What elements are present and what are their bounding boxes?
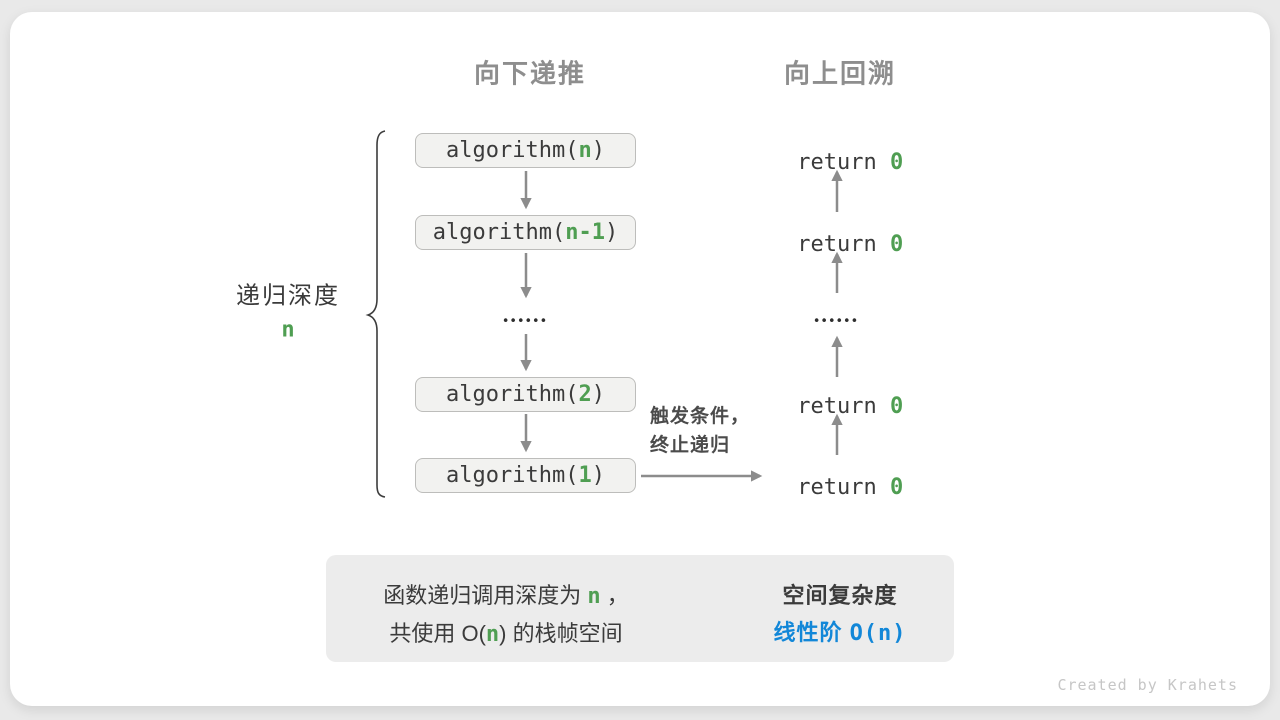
return-statement-4: return 0 xyxy=(771,450,903,500)
terminate-note: 触发条件， 终止递归 xyxy=(650,402,750,460)
watermark-credit: Created by Krahets xyxy=(1057,676,1238,694)
return-column-ellipsis: •••••• xyxy=(814,312,860,328)
summary-description: 函数递归调用深度为 n ， 共使用 O(n) 的栈帧空间 xyxy=(330,577,682,653)
return-text: return xyxy=(797,150,890,175)
summary-line1-tail: ， xyxy=(600,583,629,608)
summary-line1-text: 函数递归调用深度为 xyxy=(383,583,588,608)
call-box-text: ) xyxy=(591,382,605,407)
depth-value: n xyxy=(281,317,295,343)
return-value: 0 xyxy=(889,232,904,257)
call-box-text: algorithm( xyxy=(432,220,566,245)
column-header-descend: 向下递推 xyxy=(473,58,587,89)
return-text: return xyxy=(797,394,890,419)
call-box-text: ) xyxy=(591,463,605,488)
terminate-note-line2: 终止递归 xyxy=(650,435,731,456)
call-box-text: algorithm( xyxy=(446,138,579,163)
depth-label: 递归深度 xyxy=(236,282,340,310)
call-box-arg: n xyxy=(578,138,592,163)
return-statement-1: return 0 xyxy=(771,125,903,175)
summary-line1-n: n xyxy=(587,584,601,609)
return-text: return xyxy=(797,232,890,257)
call-box-arg: 2 xyxy=(578,382,592,407)
return-text: return xyxy=(797,475,890,500)
return-statement-2: return 0 xyxy=(771,207,903,257)
call-box-arg: 1 xyxy=(578,463,592,488)
call-box-algorithm-1: algorithm(1) xyxy=(415,458,636,493)
complexity-result: 线性阶 O(n) xyxy=(728,614,952,652)
summary-line2-tail: ) 的栈帧空间 xyxy=(499,621,623,646)
call-box-text: ) xyxy=(591,138,605,163)
summary-line2: 共使用 O(n) 的栈帧空间 xyxy=(330,615,682,653)
return-value: 0 xyxy=(889,150,904,175)
summary-conclusion: 空间复杂度 线性阶 O(n) xyxy=(728,577,952,652)
return-value: 0 xyxy=(889,394,904,419)
call-box-algorithm-n: algorithm(n) xyxy=(415,133,636,168)
complexity-title: 空间复杂度 xyxy=(782,583,898,608)
summary-line2-text: 共使用 O( xyxy=(389,621,486,646)
summary-line2-n: n xyxy=(485,622,500,647)
complexity-result-zh: 线性阶 xyxy=(773,620,850,645)
call-box-text: algorithm( xyxy=(446,382,579,407)
complexity-result-code: O(n) xyxy=(849,621,907,646)
call-stack-ellipsis: •••••• xyxy=(503,312,549,328)
terminate-note-line1: 触发条件， xyxy=(650,406,751,427)
column-header-backtrack: 向上回溯 xyxy=(783,58,897,89)
summary-panel xyxy=(326,555,954,662)
call-box-algorithm-n-1: algorithm(n-1) xyxy=(415,215,636,250)
return-value: 0 xyxy=(889,475,904,500)
return-statement-3: return 0 xyxy=(771,369,903,419)
call-box-text: algorithm( xyxy=(446,463,579,488)
call-box-algorithm-2: algorithm(2) xyxy=(415,377,636,412)
call-box-arg: n-1 xyxy=(565,220,605,245)
call-box-text: ) xyxy=(604,220,619,245)
summary-line1: 函数递归调用深度为 n ， xyxy=(330,577,682,615)
